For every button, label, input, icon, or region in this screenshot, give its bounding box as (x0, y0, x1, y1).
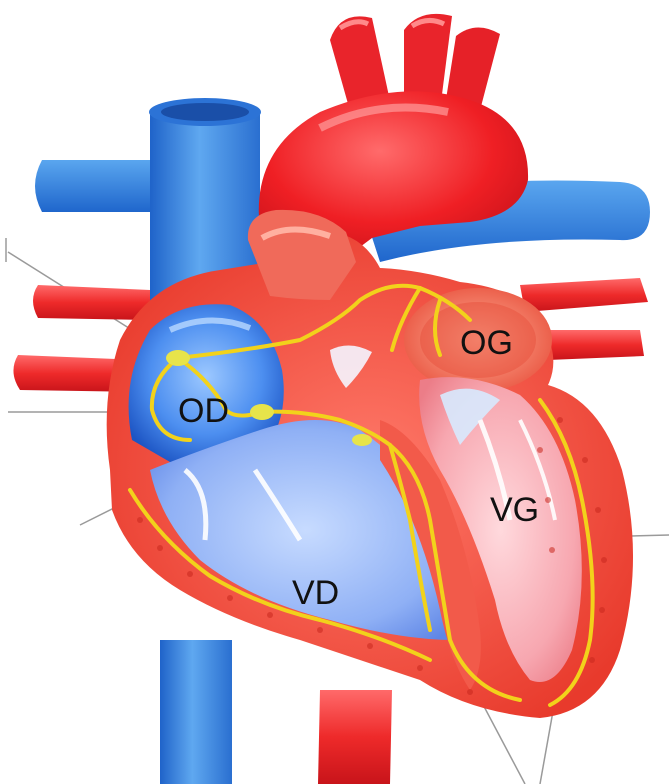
label-left-atrium: OG (460, 326, 513, 360)
sinoatrial-node (166, 350, 190, 366)
inferior-vena-cava (160, 640, 232, 784)
label-left-ventricle: VG (490, 493, 539, 527)
label-right-atrium: OD (178, 394, 229, 428)
atrioventricular-node (250, 404, 274, 420)
label-right-ventricle: VD (292, 576, 339, 610)
descending-aorta (318, 690, 392, 784)
his-bundle-node (352, 434, 372, 446)
